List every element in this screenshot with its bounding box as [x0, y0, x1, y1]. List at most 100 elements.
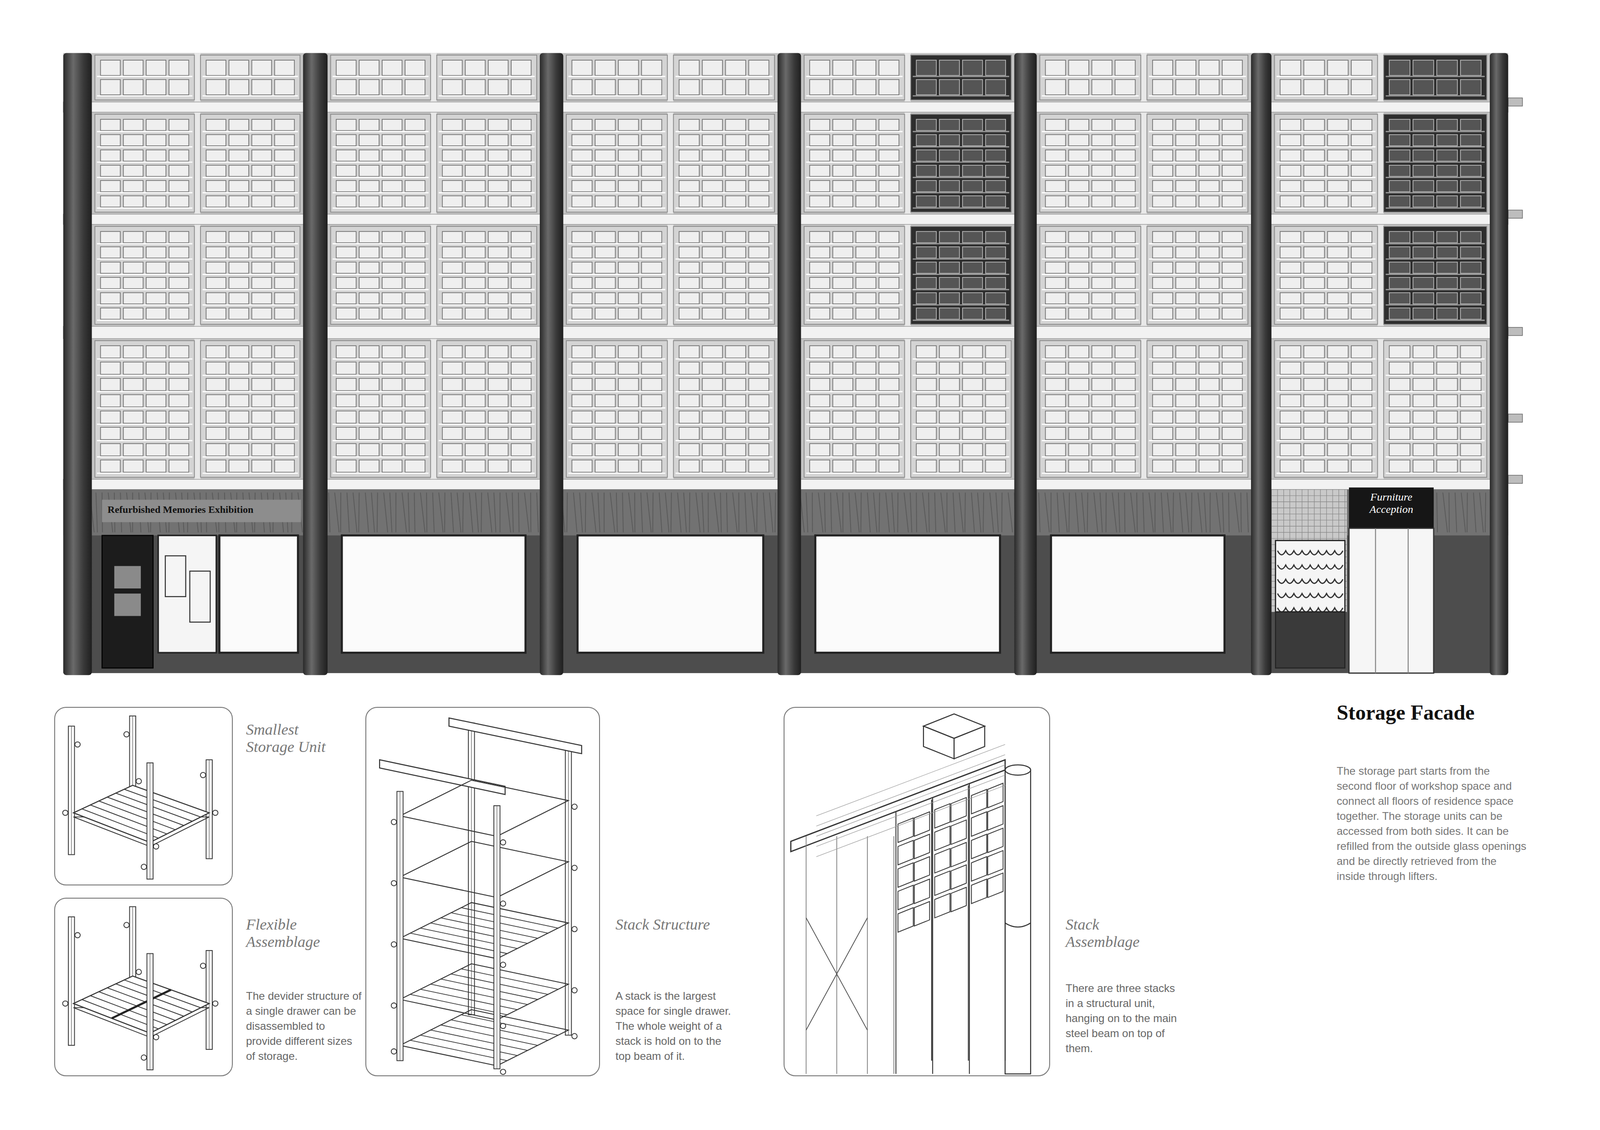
- drawer: [950, 887, 967, 913]
- lintel-texture: [646, 492, 652, 533]
- drawer-rail: [1041, 390, 1139, 393]
- lintel-texture: [964, 492, 966, 533]
- drawer: [511, 410, 532, 424]
- drawer: [1092, 60, 1113, 76]
- storage-panel: [436, 226, 538, 325]
- drawer-rail: [1041, 161, 1139, 164]
- drawer: [405, 231, 426, 243]
- drawer: [1460, 180, 1482, 192]
- drawer: [442, 277, 463, 289]
- drawer-rail: [912, 131, 1010, 133]
- drawer: [100, 149, 121, 162]
- lintel-texture: [1185, 492, 1190, 533]
- drawer: [1327, 261, 1349, 274]
- drawer-rail: [438, 192, 535, 194]
- drawer-rail: [97, 192, 193, 194]
- drawer: [465, 231, 486, 243]
- drawer: [229, 60, 249, 76]
- drawer-rail: [1148, 192, 1247, 194]
- lintel-texture: [1136, 492, 1138, 533]
- stack-post: [968, 785, 970, 1062]
- drawer: [405, 134, 426, 147]
- lintel-texture: [1240, 492, 1242, 533]
- drawer: [878, 378, 899, 391]
- steel-column: [1014, 52, 1037, 676]
- drawer: [1068, 427, 1089, 440]
- drawer: [856, 362, 877, 375]
- drawer: [679, 460, 700, 473]
- drawer-rail: [332, 258, 429, 260]
- drawer-rail: [1385, 440, 1485, 442]
- drawer: [1389, 149, 1410, 162]
- drawer-rail: [912, 440, 1010, 442]
- drawer-rail: [1041, 207, 1139, 209]
- drawer: [878, 292, 899, 305]
- drawer-rail: [332, 374, 429, 377]
- drawer: [100, 277, 121, 289]
- drawer: [251, 378, 272, 391]
- drawer: [336, 165, 357, 177]
- drawer-rail: [1276, 131, 1376, 133]
- drawer: [488, 79, 509, 96]
- drawer-rail: [1276, 319, 1376, 322]
- drawer: [1068, 443, 1089, 457]
- lintel-texture: [720, 492, 722, 533]
- storage-panel: [436, 55, 538, 101]
- drawer: [618, 345, 639, 359]
- drawer: [832, 231, 853, 243]
- drawer: [1460, 443, 1482, 457]
- drawer: [856, 134, 877, 147]
- drawer-rail: [675, 258, 773, 260]
- storage-panel: [200, 226, 300, 325]
- drawer: [856, 307, 877, 320]
- panel-frame: [54, 707, 233, 886]
- drawer: [1222, 246, 1243, 259]
- drawer: [1303, 394, 1325, 408]
- drawer: [1045, 60, 1066, 76]
- storage-panel: [330, 55, 431, 101]
- drawer: [511, 427, 532, 440]
- drawer: [878, 345, 899, 359]
- drawer: [1303, 165, 1325, 177]
- drawer: [358, 231, 380, 243]
- drawer: [571, 180, 592, 192]
- drawer: [511, 261, 532, 274]
- drawer: [251, 231, 272, 243]
- drawer: [1199, 460, 1220, 473]
- drawer-rail: [1041, 192, 1139, 194]
- storage-panel: [94, 114, 195, 213]
- drawer: [618, 261, 639, 274]
- drawer: [169, 307, 189, 320]
- drawer-rail: [438, 440, 535, 442]
- drawer: [702, 119, 723, 131]
- drawer: [336, 134, 357, 147]
- drawer-rail: [568, 176, 666, 179]
- drawer: [571, 427, 592, 440]
- storage-panel: [94, 340, 195, 478]
- drawer: [382, 149, 403, 162]
- drawer: [511, 307, 532, 320]
- drawer: [405, 362, 426, 375]
- drawer-rail: [1148, 374, 1247, 377]
- drawer: [571, 119, 592, 131]
- lintel-texture: [707, 492, 709, 533]
- drawer: [146, 410, 166, 424]
- drawer: [832, 149, 853, 162]
- drawer-rail: [332, 207, 429, 209]
- drawer: [1327, 460, 1349, 473]
- drawer: [950, 820, 967, 845]
- drawer: [169, 292, 189, 305]
- drawer: [1413, 79, 1434, 96]
- drawer: [985, 231, 1006, 243]
- drawer: [702, 134, 723, 147]
- curtain-window: [1275, 540, 1345, 613]
- drawer: [405, 443, 426, 457]
- drawer: [1045, 180, 1066, 192]
- drawer: [962, 460, 983, 473]
- drawer: [1115, 195, 1136, 208]
- drawer: [856, 246, 877, 259]
- drawer: [702, 180, 723, 192]
- door-panel: [165, 555, 186, 597]
- drawer: [594, 345, 616, 359]
